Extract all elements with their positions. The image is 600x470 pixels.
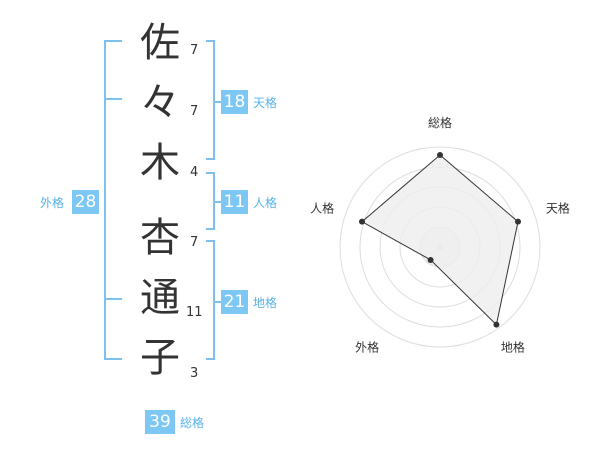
- gaikaku-value-badge: 28: [72, 190, 99, 214]
- name-char-5: 通: [140, 275, 180, 321]
- radar-data-polygon: [361, 154, 519, 326]
- radar-point-2: [514, 218, 521, 225]
- name-char-2: 々: [140, 80, 180, 126]
- stroke-count-5: 11: [186, 305, 203, 320]
- jinkaku-value-badge: 11: [221, 190, 248, 214]
- radar-point-5: [359, 218, 366, 225]
- name-char-3: 木: [140, 140, 180, 186]
- stroke-count-2: 7: [190, 104, 199, 119]
- jinkaku-label: 人格: [253, 196, 278, 210]
- tenkaku-label: 天格: [253, 96, 278, 110]
- radar-axis-label-4: 外格: [355, 339, 379, 354]
- gaikaku-label: 外格: [40, 196, 65, 210]
- name-char-6: 子: [140, 335, 180, 381]
- tenkaku-value-badge: 18: [221, 90, 248, 114]
- radar-axis-label-2: 天格: [546, 201, 570, 216]
- name-char-1: 佐: [140, 20, 180, 66]
- radar-axis-label-5: 人格: [310, 201, 334, 216]
- radar-axis-label-1: 総格: [428, 115, 452, 130]
- radar-point-3: [493, 321, 500, 328]
- chikaku-value-badge: 21: [221, 290, 248, 314]
- radar-point-1: [437, 152, 443, 158]
- radar-point-4: [427, 256, 434, 263]
- radar-axis-label-3: 地格: [501, 339, 525, 354]
- chikaku-label: 地格: [253, 296, 278, 310]
- stroke-count-6: 3: [190, 366, 199, 381]
- stroke-count-3: 4: [190, 165, 199, 180]
- soukaku-label: 総格: [180, 416, 205, 430]
- stroke-count-4: 7: [190, 235, 199, 250]
- stroke-count-1: 7: [190, 43, 199, 58]
- soukaku-value-badge: 39: [145, 410, 175, 434]
- name-char-4: 杏: [140, 215, 180, 261]
